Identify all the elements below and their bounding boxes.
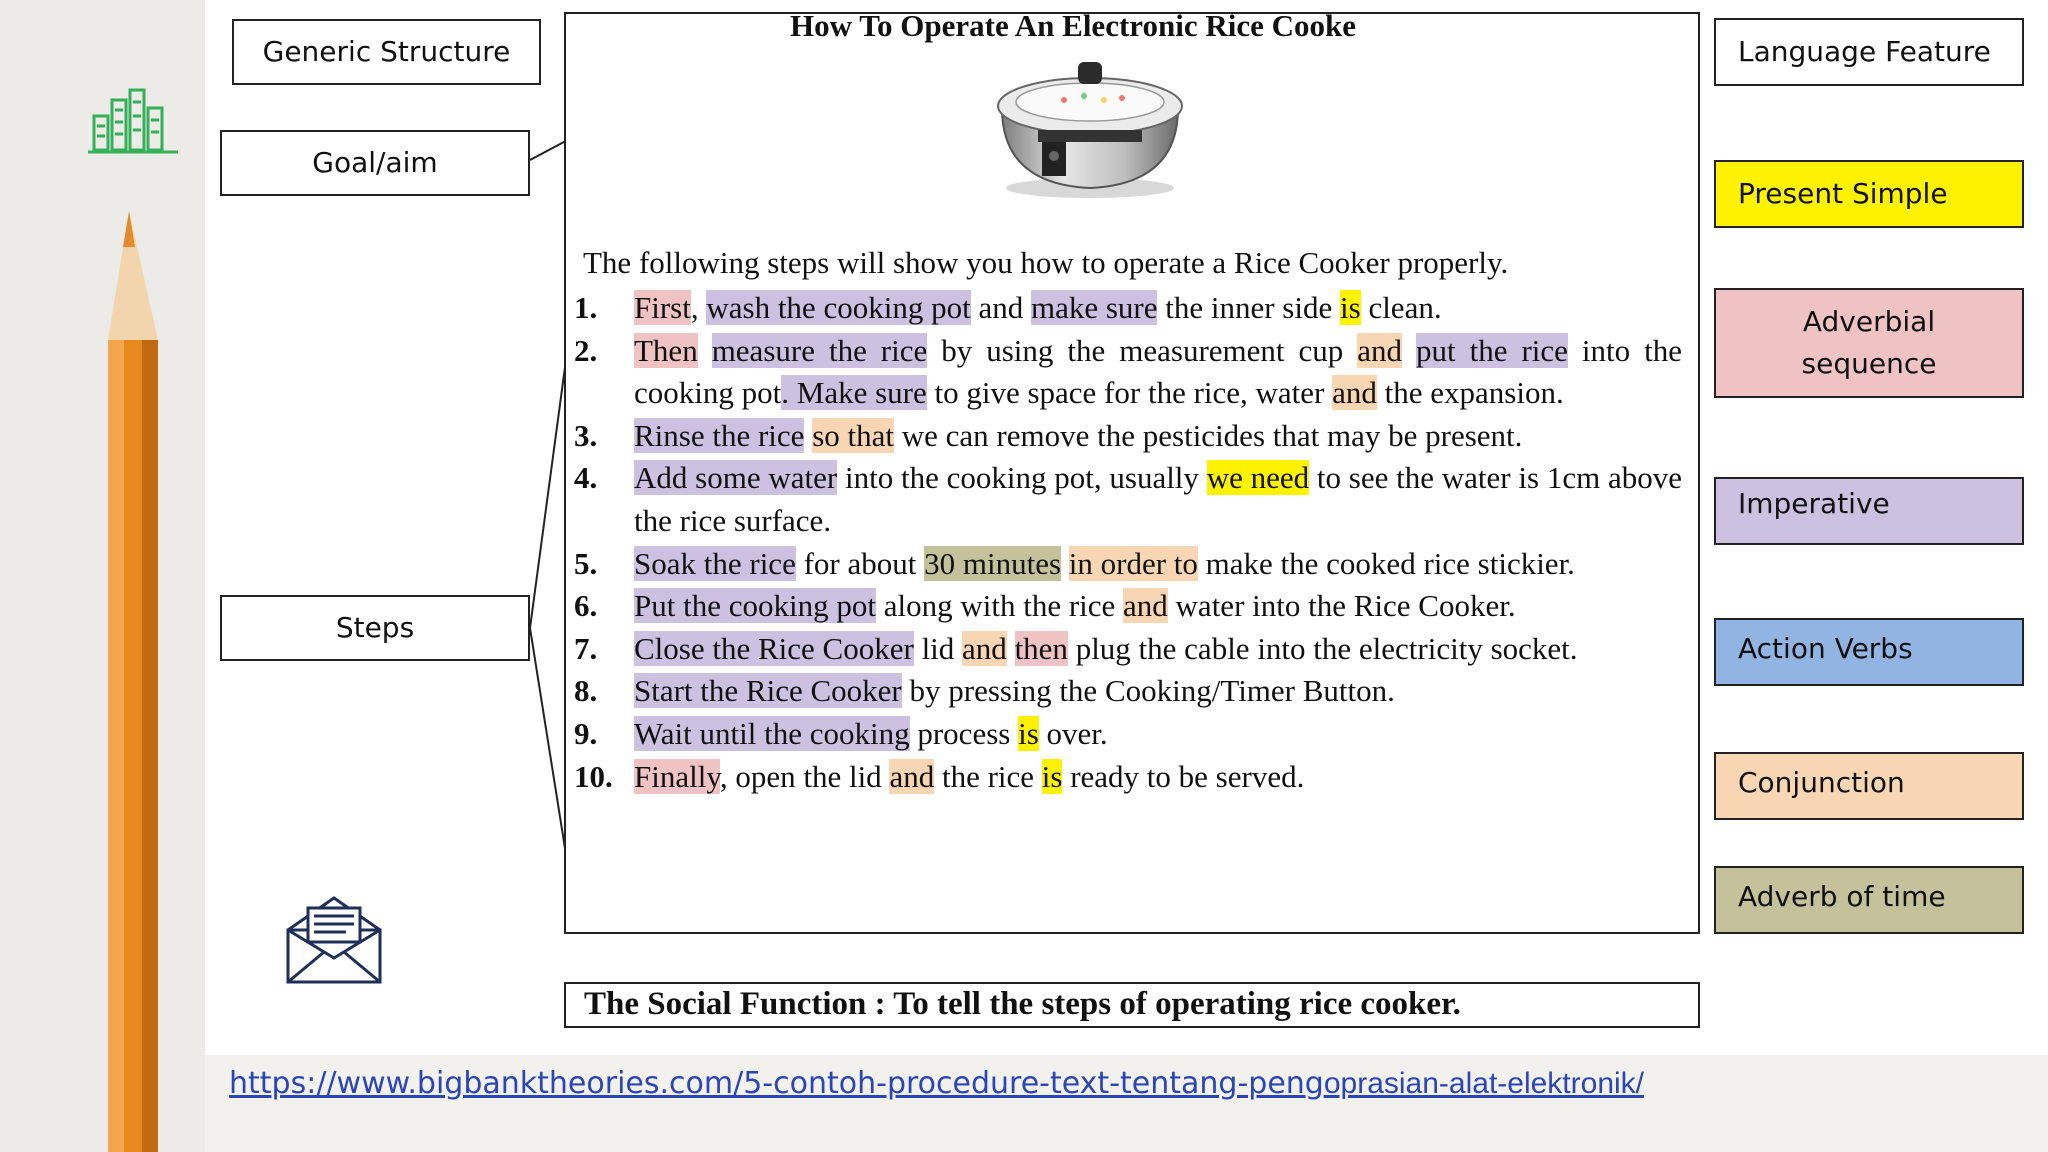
envelope-icon <box>286 896 382 984</box>
step-text: the rice <box>934 758 1042 794</box>
social-function-box: The Social Function : To tell the steps … <box>564 982 1700 1028</box>
highlight-imp: Start the Rice Cooker <box>634 673 902 709</box>
step-text <box>1402 333 1416 368</box>
highlight-pres: is <box>1018 715 1039 751</box>
source-url-link[interactable]: https://www.bigbanktheories.com/5-contoh… <box>229 1066 1644 1101</box>
intro-sentence: The following steps will show you how to… <box>583 245 1509 280</box>
highlight-imp: make sure <box>1030 290 1158 325</box>
source-url-part-a: https://www.bigbanktheories.com/5-contoh… <box>229 1066 1324 1101</box>
step-text: , open the lid <box>719 758 890 794</box>
highlight-imp: Rinse the rice <box>634 417 805 453</box>
highlight-imp: measure the rice <box>711 332 928 368</box>
highlight-conj: and <box>962 630 1007 666</box>
step-item: 10. Finally, open the lid and the rice is… <box>574 756 1682 799</box>
pencil-icon <box>108 211 158 1152</box>
steps-label: Steps <box>220 595 530 661</box>
step-text: by using the measurement cup <box>927 332 1358 368</box>
highlight-adv: then <box>1014 630 1068 666</box>
highlight-adv: Then <box>634 332 698 368</box>
step-number: 1. <box>574 290 598 325</box>
step-text <box>1061 546 1069 581</box>
highlight-pres: is <box>1340 290 1361 325</box>
step-text: by pressing the Cooking/Timer Button. <box>901 673 1395 709</box>
step-item: 2. Then measure the rice by using the mea… <box>574 330 1682 415</box>
generic-structure-label: Generic Structure <box>232 19 541 85</box>
rice-cooker-image <box>997 62 1183 198</box>
step-text: into the cooking pot <box>634 332 1682 411</box>
step-text: to give space for the rice, water <box>926 375 1333 411</box>
highlight-conj: and <box>1332 375 1377 411</box>
highlight-imp: . Make sure <box>781 375 927 411</box>
step-number: 2. <box>574 332 598 368</box>
step-text <box>698 333 712 368</box>
step-number: 8. <box>574 673 598 709</box>
step-text: for about <box>795 545 925 581</box>
step-text: make the cooked rice stickier. <box>1197 545 1575 581</box>
step-number: 7. <box>574 630 598 666</box>
step-item: 9. Wait until the cooking process is over… <box>574 713 1682 756</box>
highlight-imp: Close the Rice Cooker <box>634 630 914 666</box>
legend-adverbial-sequence: Adverbial sequence <box>1714 288 2024 398</box>
step-text: lid <box>913 630 963 666</box>
step-text: water into the Rice Cooker. <box>1167 588 1516 624</box>
step-item: 5. Soak the rice for about 30 minutes in … <box>574 543 1682 586</box>
highlight-imp: put the rice <box>1416 332 1568 368</box>
step-text: the inner side <box>1157 290 1340 325</box>
step-text: and <box>970 290 1031 325</box>
highlight-pres: we need <box>1206 460 1310 496</box>
legend-imperative: Imperative <box>1714 477 2024 545</box>
step-text: ready to be served. <box>1062 758 1305 794</box>
highlight-adv: First <box>634 290 691 325</box>
language-feature-header: Language Feature <box>1714 18 2024 86</box>
highlight-imp: Put the cooking pot <box>634 588 876 624</box>
step-number: 5. <box>574 545 598 581</box>
highlight-adv: Finally <box>634 758 720 794</box>
step-item: 1. First, wash the cooking pot and make s… <box>574 287 1682 330</box>
goal-aim-label: Goal/aim <box>220 130 530 196</box>
buildings-chart-icon <box>88 88 178 154</box>
legend-adverb-of-time: Adverb of time <box>1714 866 2024 934</box>
step-text: along with the rice <box>875 588 1124 624</box>
step-number: 6. <box>574 588 598 624</box>
steps-list: 1. First, wash the cooking pot and make s… <box>574 287 1682 798</box>
document-title: How To Operate An Electronic Rice Cooke <box>790 8 1356 43</box>
highlight-tim: 30 minutes <box>924 545 1062 581</box>
step-text: over. <box>1038 715 1108 751</box>
step-text: into the cooking pot, usually <box>837 460 1207 496</box>
highlight-imp: Wait until the cooking <box>634 715 910 751</box>
step-text: clean. <box>1360 290 1442 325</box>
step-text: , <box>690 290 707 325</box>
step-text <box>1007 631 1015 666</box>
step-text: process <box>909 715 1019 751</box>
highlight-pres: is <box>1041 758 1063 794</box>
legend-action-verbs: Action Verbs <box>1714 618 2024 686</box>
highlight-conj: so that <box>812 417 895 453</box>
step-item: 3. Rinse the rice so that we can remove t… <box>574 415 1682 458</box>
highlight-conj: in order to <box>1068 545 1198 581</box>
highlight-conj: and <box>1123 588 1168 624</box>
step-text: to see the water is 1cm above the rice s… <box>634 460 1682 538</box>
step-number: 4. <box>574 460 598 496</box>
legend-present-simple: Present Simple <box>1714 160 2024 228</box>
step-number: 9. <box>574 715 598 751</box>
step-item: 8. Start the Rice Cooker by pressing the … <box>574 670 1682 713</box>
highlight-conj: and <box>889 758 935 794</box>
step-text: plug the cable into the electricity sock… <box>1067 630 1578 666</box>
left-decor-panel <box>0 0 205 1152</box>
highlight-imp: wash the cooking pot <box>706 290 971 325</box>
highlight-imp: Add some water <box>634 460 838 496</box>
step-text: we can remove the pesticides that may be… <box>894 417 1523 453</box>
legend-conjunction: Conjunction <box>1714 752 2024 820</box>
step-number: 10. <box>574 758 613 794</box>
step-item: 6. Put the cooking pot along with the ric… <box>574 585 1682 628</box>
step-item: 7. Close the Rice Cooker lid and then plu… <box>574 628 1682 671</box>
step-number: 3. <box>574 417 598 453</box>
source-url-part-b: oprasian-alat-elektronik/ <box>1323 1067 1644 1100</box>
highlight-imp: Soak the rice <box>634 545 796 581</box>
highlight-conj: and <box>1357 332 1403 368</box>
step-text: the expansion. <box>1376 375 1564 411</box>
step-item: 4. Add some water into the cooking pot, u… <box>574 457 1682 542</box>
